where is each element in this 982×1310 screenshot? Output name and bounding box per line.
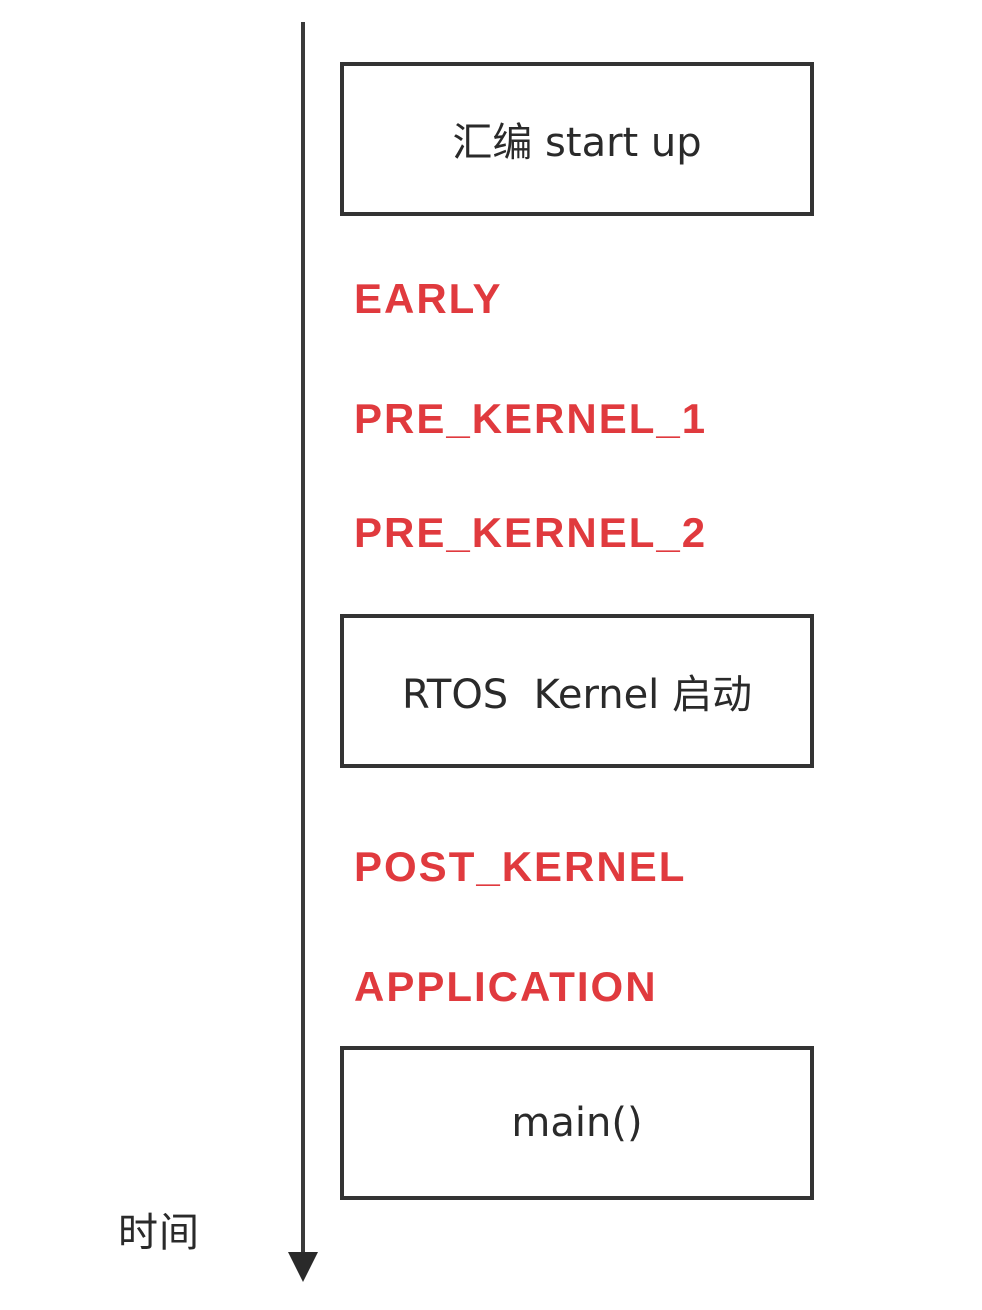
kernel-start-box: RTOS Kernel 启动 — [340, 614, 814, 768]
startup-box-label: 汇编 start up — [452, 120, 702, 166]
init-level-post-kernel: POST_KERNEL — [354, 843, 687, 890]
time-axis-label: 时间 — [118, 1210, 200, 1256]
init-level-pre-kernel-1: PRE_KERNEL_1 — [354, 395, 708, 442]
timeline-arrow-icon — [288, 1252, 318, 1282]
main-box: main() — [340, 1046, 814, 1200]
timeline-axis — [301, 22, 305, 1262]
main-box-label: main() — [511, 1100, 643, 1146]
startup-box: 汇编 start up — [340, 62, 814, 216]
kernel-start-box-label: RTOS Kernel 启动 — [402, 672, 752, 718]
init-level-early: EARLY — [354, 275, 503, 322]
init-level-application: APPLICATION — [354, 963, 658, 1010]
init-level-pre-kernel-2: PRE_KERNEL_2 — [354, 509, 708, 556]
